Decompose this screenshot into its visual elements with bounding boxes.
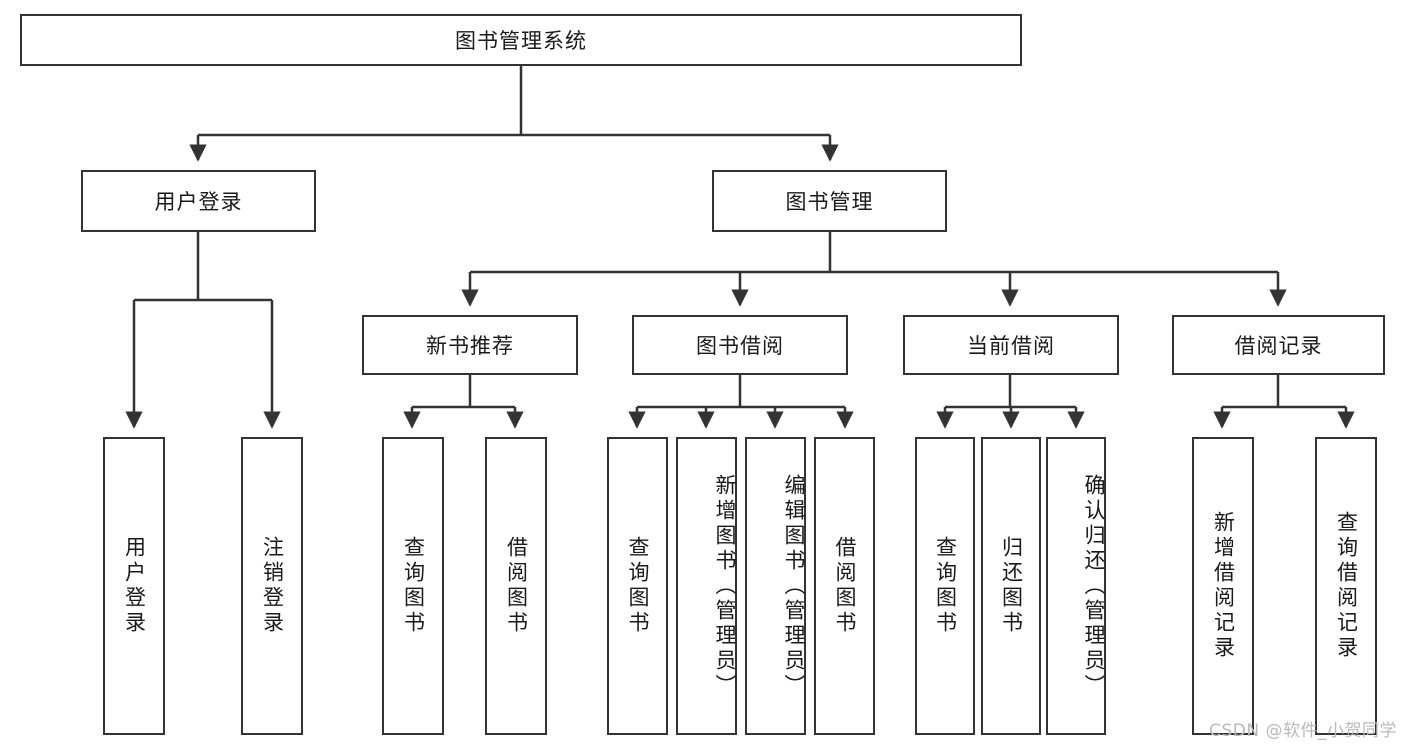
node-book-borrow-label: 图书借阅 xyxy=(696,334,784,358)
watermark-text: CSDN @软件_小贺同学 xyxy=(1209,721,1397,741)
leaf-edit-book-admin[interactable]: 编辑图书（管理员） xyxy=(745,437,806,735)
leaf-return-book-label: 归还图书 xyxy=(999,536,1024,636)
node-book-management[interactable]: 图书管理 xyxy=(712,170,947,232)
leaf-user-login[interactable]: 用户登录 xyxy=(103,437,165,735)
leaf-add-borrow-record[interactable]: 新增借阅记录 xyxy=(1192,437,1254,735)
node-user-login-label: 用户登录 xyxy=(154,190,243,214)
node-borrow-record-label: 借阅记录 xyxy=(1234,334,1323,358)
leaf-borrow-book-recommend[interactable]: 借阅图书 xyxy=(485,437,547,735)
leaf-logout-label: 注销登录 xyxy=(260,536,285,636)
leaf-add-book-admin-label: 新增图书（管理员） xyxy=(713,473,737,699)
leaf-query-book-recommend-label: 查询图书 xyxy=(401,536,426,636)
node-new-book-recommend[interactable]: 新书推荐 xyxy=(362,315,578,375)
leaf-logout[interactable]: 注销登录 xyxy=(241,437,303,735)
leaf-query-book-recommend[interactable]: 查询图书 xyxy=(382,437,444,735)
leaf-query-borrow-record-label: 查询借阅记录 xyxy=(1334,511,1359,661)
leaf-edit-book-admin-label: 编辑图书（管理员） xyxy=(782,473,806,699)
node-book-management-label: 图书管理 xyxy=(785,190,874,214)
leaf-return-book[interactable]: 归还图书 xyxy=(981,437,1041,735)
leaf-borrow-book[interactable]: 借阅图书 xyxy=(814,437,875,735)
node-current-borrow[interactable]: 当前借阅 xyxy=(903,315,1119,375)
node-new-book-recommend-label: 新书推荐 xyxy=(426,334,514,358)
leaf-query-book-borrow-label: 查询图书 xyxy=(626,536,650,636)
node-user-login[interactable]: 用户登录 xyxy=(81,170,316,232)
leaf-confirm-return-admin-label: 确认归还（管理员） xyxy=(1082,473,1106,699)
leaf-confirm-return-admin[interactable]: 确认归还（管理员） xyxy=(1046,437,1106,735)
node-borrow-record[interactable]: 借阅记录 xyxy=(1172,315,1385,375)
leaf-query-book-current-label: 查询图书 xyxy=(933,536,958,636)
node-root-label: 图书管理系统 xyxy=(455,29,587,53)
leaf-query-borrow-record[interactable]: 查询借阅记录 xyxy=(1315,437,1377,735)
leaf-borrow-book-label: 借阅图书 xyxy=(833,536,857,636)
node-current-borrow-label: 当前借阅 xyxy=(967,334,1055,358)
node-book-borrow[interactable]: 图书借阅 xyxy=(632,315,848,375)
leaf-borrow-book-recommend-label: 借阅图书 xyxy=(504,536,529,636)
leaf-query-book-current[interactable]: 查询图书 xyxy=(915,437,975,735)
leaf-query-book-borrow[interactable]: 查询图书 xyxy=(607,437,668,735)
leaf-add-borrow-record-label: 新增借阅记录 xyxy=(1211,511,1236,661)
leaf-add-book-admin[interactable]: 新增图书（管理员） xyxy=(676,437,737,735)
node-root[interactable]: 图书管理系统 xyxy=(20,14,1022,66)
leaf-user-login-label: 用户登录 xyxy=(122,536,147,636)
